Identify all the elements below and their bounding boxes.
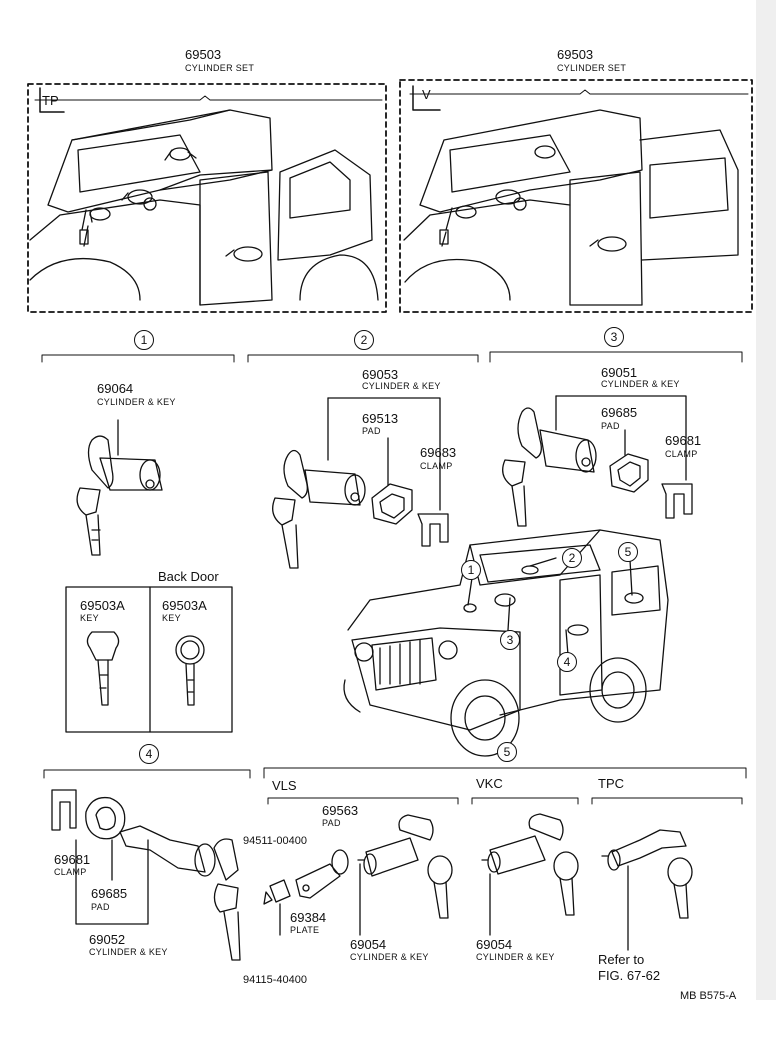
section3-cylinder-desc: CYLINDER & KEY [601,379,680,389]
section1-marker: 1 [134,330,154,350]
v-part-number: 69503 [557,47,594,62]
tp-variant-label: TP [42,93,59,108]
section2-pad-desc: PAD [362,426,381,436]
vehicle-locations-drawing [343,529,669,757]
section4-clamp-desc: CLAMP [54,867,87,877]
section4-cylinder-number: 69052 [89,932,126,947]
section4-pad-desc: PAD [91,902,110,912]
vehicle-marker-4: 4 [557,652,577,672]
section3-cylinder-number: 69051 [601,365,638,380]
section4-clamp-number: 69681 [54,852,91,867]
figure-code: MB B575-A [680,990,737,1002]
plate-number: 69384 [290,910,327,925]
section5-marker: 5 [497,742,517,762]
key2-number: 69503A [162,598,207,613]
back-door-label: Back Door [158,569,219,584]
bolt-number: 94511-00400 [243,835,308,847]
vkc-cylinder-number: 69054 [476,937,513,952]
section3-clamp-number: 69681 [665,433,702,448]
vls-cylinder-desc: CYLINDER & KEY [350,952,429,962]
vls-label: VLS [272,778,297,793]
vls-cylinder-number: 69054 [350,937,387,952]
section1-cylinder-key-drawing [76,419,163,556]
vehicle-marker-5: 5 [618,542,638,562]
section2-clamp-number: 69683 [420,445,457,460]
section2-cylinder-number: 69053 [362,367,399,382]
v-part-desc: CYLINDER SET [557,63,627,73]
section2-cylinder-pad-clamp-drawing [272,397,449,569]
vkc-cylinder-desc: CYLINDER & KEY [476,952,555,962]
section4-pad-number: 69685 [91,886,128,901]
vehicle-marker-2: 2 [562,548,582,568]
section4-drawing [51,789,241,961]
v-cylinder-set-group [399,79,753,313]
plate-desc: PLATE [290,925,320,935]
section4-marker: 4 [139,744,159,764]
key1-desc: KEY [80,613,99,623]
key1-number: 69503A [80,598,125,613]
section2-marker: 2 [354,330,374,350]
vkc-label: VKC [476,776,503,791]
v-variant-label: V [422,87,431,102]
section5-drawing [263,813,693,951]
section3-marker: 3 [604,327,624,347]
tp-part-desc: CYLINDER SET [185,63,255,73]
nut-number: 94115-40400 [243,974,308,986]
section3-cylinder-pad-clamp-drawing [502,395,693,527]
section5-pad-number: 69563 [322,803,359,818]
keys-box-drawing [65,586,233,733]
refer-to-label: Refer to [598,952,645,967]
key2-desc: KEY [162,613,181,623]
vehicle-marker-1: 1 [461,560,481,580]
section1-part-number: 69064 [97,381,134,396]
section2-cylinder-desc: CYLINDER & KEY [362,381,441,391]
section5-pad-desc: PAD [322,818,341,828]
tpc-label: TPC [598,776,624,791]
section4-cylinder-desc: CYLINDER & KEY [89,947,168,957]
vehicle-marker-3: 3 [500,630,520,650]
section1-part-desc: CYLINDER & KEY [97,397,176,407]
tp-cylinder-set-group [27,83,387,313]
tp-part-number: 69503 [185,47,222,62]
section2-pad-number: 69513 [362,411,399,426]
scrollbar[interactable] [756,0,776,1000]
section3-pad-number: 69685 [601,405,638,420]
section2-clamp-desc: CLAMP [420,461,453,471]
refer-fig-label: FIG. 67-62 [598,968,661,983]
section3-clamp-desc: CLAMP [665,449,698,459]
section3-pad-desc: PAD [601,421,620,431]
